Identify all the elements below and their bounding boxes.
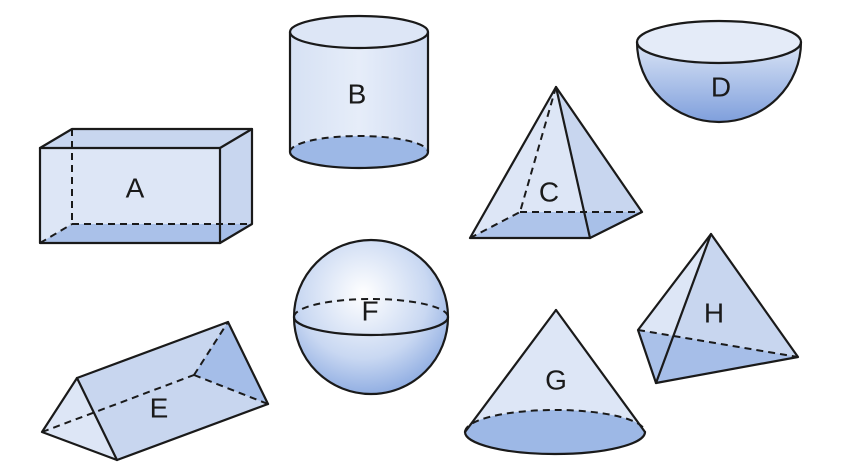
shape-label-c: C (539, 176, 559, 207)
shape-e-triangular-prism: E (40, 320, 270, 462)
shape-f-sphere: F (292, 238, 450, 396)
shape-d-hemisphere: D (635, 19, 803, 124)
shape-c-square-pyramid: C (468, 85, 644, 240)
shape-label-e: E (150, 392, 169, 423)
shape-label-g: G (545, 364, 567, 395)
shape-label-f: F (361, 295, 378, 326)
shape-label-d: D (711, 71, 731, 102)
shape-label-a: A (126, 172, 145, 203)
shape-label-h: H (704, 297, 724, 328)
shape-b-cylinder: B (288, 14, 430, 170)
shape-label-b: B (348, 78, 367, 109)
shape-a-rectangular-prism: A (38, 127, 254, 245)
shape-h-triangular-pyramid: H (636, 232, 800, 385)
shape-g-cone: G (463, 308, 647, 456)
